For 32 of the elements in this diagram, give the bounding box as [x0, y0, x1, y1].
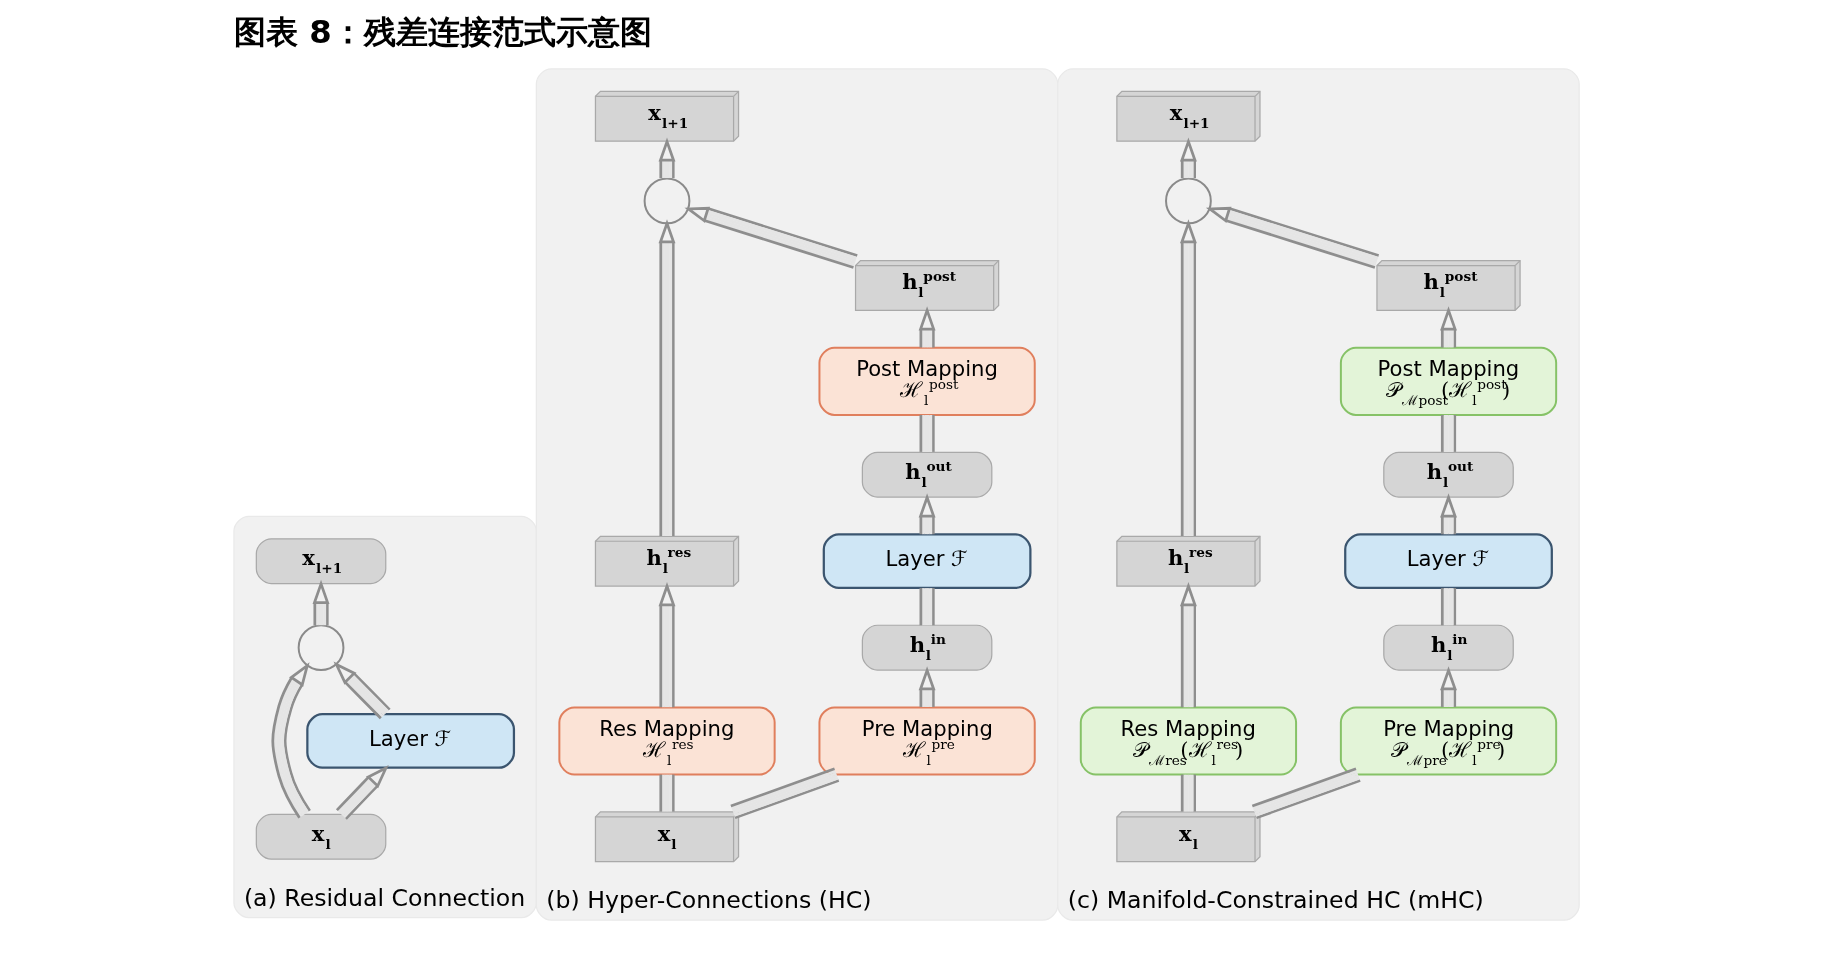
arrow	[658, 219, 676, 536]
arrow	[335, 765, 389, 820]
arrow	[1205, 206, 1380, 269]
node-box: Res Mapping 𝒫$_{ℳres}$(ℋ$_{l}$$^{res}$)	[1079, 706, 1298, 776]
connector	[1180, 774, 1196, 812]
node-box: Layer ℱ	[1344, 533, 1553, 590]
arrow	[684, 206, 858, 269]
node-circle	[643, 177, 691, 225]
diagram-title: 图表 8：残差连接范式示意图	[233, 12, 652, 51]
node-box: Layer ℱ	[306, 713, 516, 769]
node-box: Pre Mapping 𝒫$_{ℳpre}$(ℋ$_{l}$$^{pre}$)	[1339, 706, 1558, 776]
arrow	[1440, 493, 1457, 535]
arrow	[312, 579, 330, 626]
node-box: x$_{l}$	[255, 813, 387, 860]
connector	[1440, 588, 1457, 626]
arrow	[1440, 306, 1457, 348]
arrow	[1179, 582, 1197, 708]
node-box: x$_{l+1}$	[255, 538, 387, 585]
connector	[919, 414, 935, 452]
connector	[1440, 414, 1457, 452]
arrow	[271, 662, 311, 819]
connector	[659, 774, 675, 812]
node-circle	[1165, 177, 1212, 225]
arrow	[658, 582, 676, 708]
arrow	[918, 493, 936, 535]
node-box: Layer ℱ	[822, 533, 1032, 590]
arrow	[918, 306, 936, 348]
arrow	[333, 661, 391, 720]
arrow	[1179, 219, 1197, 536]
connector	[919, 588, 935, 626]
node-circle	[297, 624, 345, 672]
node-box: Post Mapping 𝒫$_{ℳpost}$(ℋ$_{l}$$^{post}$)	[1339, 346, 1558, 416]
